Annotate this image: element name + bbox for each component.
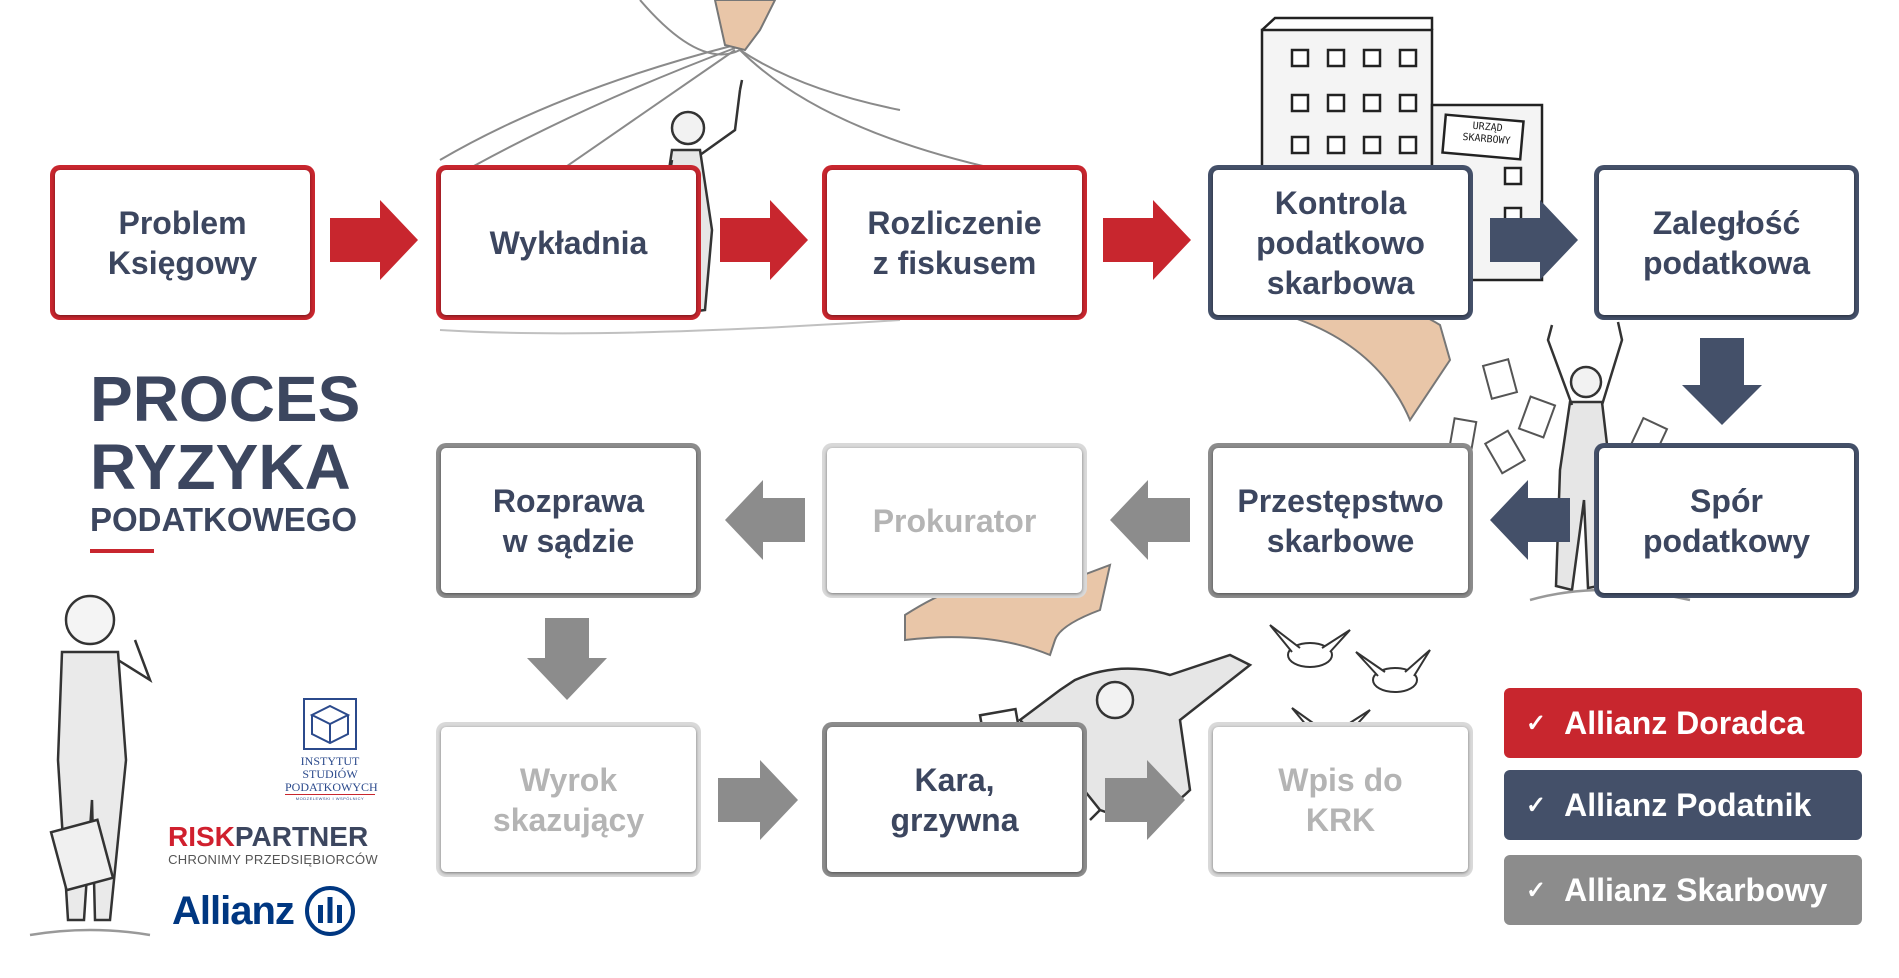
isp-line3: PODATKOWYCH: [285, 780, 378, 794]
step-kara: Kara, grzywna: [822, 722, 1087, 877]
step-problem-ksiegowy: Problem Księgowy: [50, 165, 315, 320]
step-label: Rozliczenie z fiskusem: [867, 204, 1042, 281]
page-title: PROCES RYZYKA PODATKOWEGO: [90, 365, 360, 553]
step-label: Przestępstwo skarbowe: [1237, 482, 1444, 559]
step-label: Prokurator: [872, 502, 1037, 539]
title-underline: [90, 549, 154, 553]
cube-icon: [303, 698, 357, 750]
check-icon: ✓: [1526, 791, 1547, 819]
title-line-3: PODATKOWEGO: [90, 501, 358, 538]
legend-label: Allianz Skarbowy: [1564, 871, 1828, 908]
isp-line1: INSTYTUT: [300, 754, 360, 768]
riskpartner-logo: RISKPARTNER CHRONIMY PRZEDSIĘBIORCÓW: [168, 821, 378, 868]
allianz-wordmark: Allianz: [172, 888, 295, 933]
legend-allianz-doradca: ✓ Allianz Doradca: [1504, 688, 1862, 758]
step-label: Wpis do KRK: [1278, 761, 1403, 838]
riskpartner-tagline: CHRONIMY PRZEDSIĘBIORCÓW: [168, 852, 378, 867]
thinking-man-illustration: [29, 594, 153, 937]
step-wpis: Wpis do KRK: [1208, 722, 1473, 877]
step-zaleglosc: Zaległość podatkowa: [1594, 165, 1859, 320]
legend-label: Allianz Podatnik: [1564, 786, 1812, 823]
legend-allianz-skarbowy: ✓ Allianz Skarbowy: [1504, 855, 1862, 925]
step-wyrok: Wyrok skazujący: [436, 722, 701, 877]
title-line-2: RYZYKA: [90, 431, 351, 503]
arrow-right-icon: [1103, 200, 1191, 280]
arrow-right-icon: [718, 760, 798, 840]
step-przestepstwo: Przestępstwo skarbowe: [1208, 443, 1473, 598]
check-icon: ✓: [1526, 709, 1547, 737]
step-label: Rozprawa w sądzie: [492, 482, 645, 559]
step-label: Zaległość podatkowa: [1642, 204, 1811, 281]
isp-logo: INSTYTUT STUDIÓW PODATKOWYCH MODZELEWSKI…: [285, 698, 378, 802]
legend-label: Allianz Doradca: [1564, 704, 1805, 741]
legend-allianz-podatnik: ✓ Allianz Podatnik: [1504, 770, 1862, 840]
arrow-right-icon: [1490, 200, 1578, 280]
title-line-1: PROCES: [90, 363, 361, 435]
arrow-left-icon: [725, 480, 805, 560]
arrow-right-icon: [1105, 760, 1185, 840]
step-label: Wykładnia: [489, 224, 648, 261]
step-wykladnia: Wykładnia: [436, 165, 701, 320]
riskpartner-risk: RISK: [168, 821, 235, 852]
isp-line2: STUDIÓW: [302, 767, 358, 781]
isp-line4: MODZELEWSKI I WSPÓLNICY: [285, 794, 375, 802]
arrow-left-icon: [1110, 480, 1190, 560]
riskpartner-partner: PARTNER: [234, 821, 369, 852]
step-label: Problem Księgowy: [107, 204, 258, 281]
step-rozprawa: Rozprawa w sądzie: [436, 443, 701, 598]
arrow-down-icon: [1682, 338, 1762, 425]
allianz-logo: Allianz: [172, 885, 356, 937]
step-prokurator: Prokurator: [822, 443, 1087, 598]
allianz-eagle-icon: [304, 886, 355, 936]
step-kontrola: Kontrola podatkowo skarbowa: [1208, 165, 1473, 320]
arrow-right-icon: [720, 200, 808, 280]
step-rozliczenie: Rozliczenie z fiskusem: [822, 165, 1087, 320]
hand-pull-icon: [713, 0, 777, 52]
arrow-down-icon: [527, 618, 607, 700]
check-icon: ✓: [1526, 876, 1547, 904]
arrow-right-icon: [330, 200, 418, 280]
step-spor: Spór podatkowy: [1594, 443, 1859, 598]
step-label: Wyrok skazujący: [492, 761, 645, 838]
step-label: Kontrola podatkowo skarbowa: [1256, 184, 1425, 301]
arrow-left-icon: [1490, 480, 1570, 560]
step-label: Spór podatkowy: [1642, 482, 1811, 559]
step-label: Kara, grzywna: [890, 761, 1019, 838]
